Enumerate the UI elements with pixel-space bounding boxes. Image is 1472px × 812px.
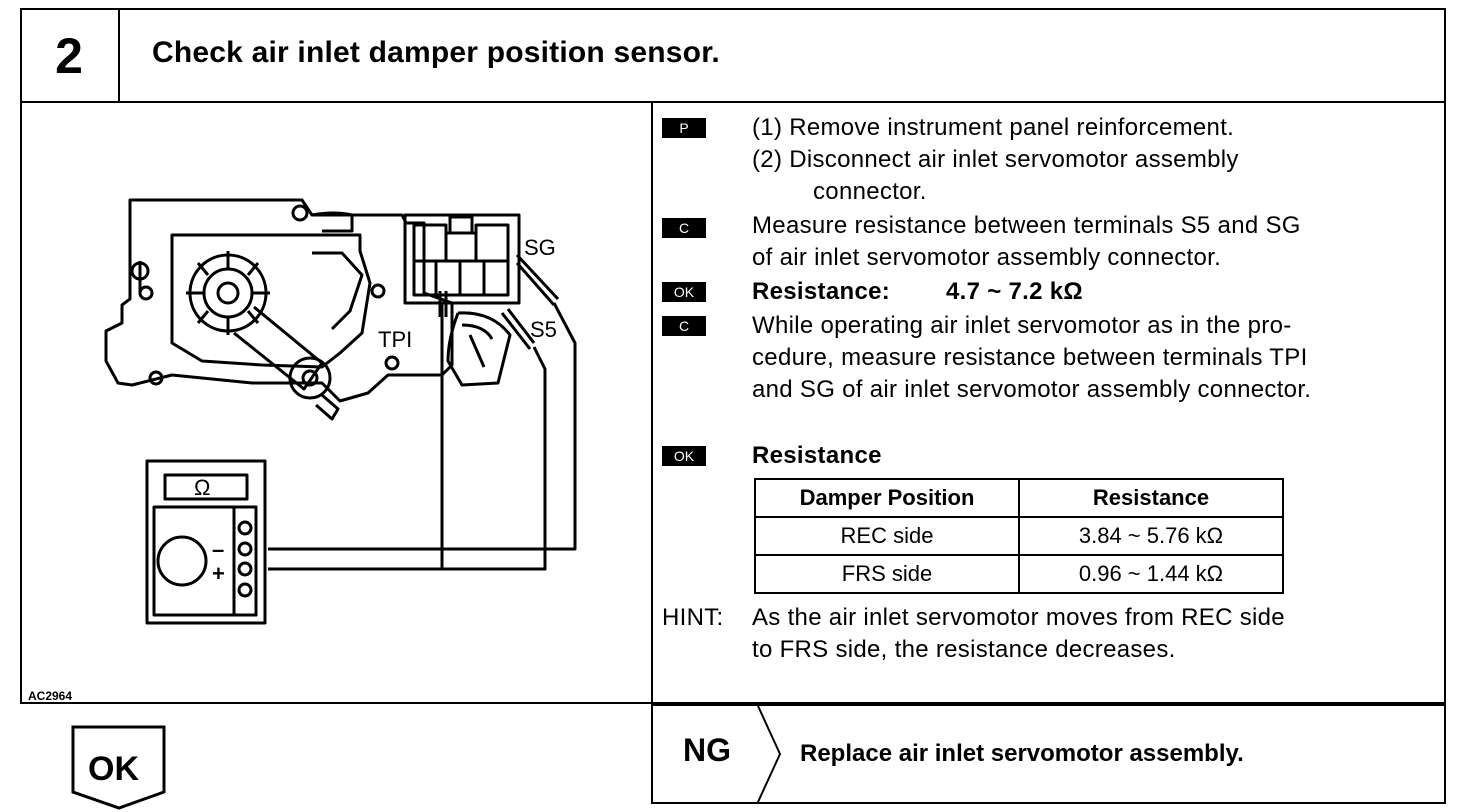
measure-1-text: Measure resistance between terminals S5 …	[752, 212, 1301, 239]
ng-branch-label: NG	[683, 732, 731, 768]
measure-2-text-cont: cedure, measure resistance between termi…	[752, 344, 1308, 371]
page-title: Check air inlet damper position sensor.	[152, 36, 720, 69]
measure-2-text-end: and SG of air inlet servomotor assembly …	[752, 376, 1312, 403]
table-cell: REC side	[754, 516, 1020, 556]
step-2-text: (2) Disconnect air inlet servomotor asse…	[752, 146, 1239, 173]
table-header-row: Damper Position Resistance	[754, 478, 1284, 518]
column-divider	[651, 101, 653, 804]
ng-action-text: Replace air inlet servomotor assembly.	[800, 740, 1244, 767]
step-1-text: (1) Remove instrument panel reinforcemen…	[752, 114, 1235, 141]
plus-wire	[268, 346, 547, 571]
resistance-table: Damper Position Resistance REC side 3.84…	[754, 478, 1284, 594]
ok-badge-2: OK	[662, 446, 706, 466]
hint-label: HINT:	[662, 604, 724, 631]
plus-label: +	[212, 561, 225, 586]
sg-probe	[515, 253, 560, 306]
procedure-frame	[20, 8, 1446, 704]
ohm-symbol: Ω	[194, 475, 210, 500]
ohmmeter	[145, 459, 267, 625]
tpi-label: TPI	[378, 327, 412, 352]
s5-label: S5	[530, 317, 557, 342]
measure-1-text-cont: of air inlet servomotor assembly connect…	[752, 244, 1222, 271]
figure-id: AC2964	[28, 689, 73, 703]
ok-arrow-icon	[71, 725, 166, 810]
resistance-1-label: Resistance:	[752, 278, 891, 305]
header-divider	[20, 101, 1446, 103]
step-number: 2	[55, 27, 83, 84]
sg-label: SG	[524, 235, 556, 260]
measure-2-text: While operating air inlet servomotor as …	[752, 312, 1292, 339]
minus-label: –	[212, 537, 224, 562]
table-row: REC side 3.84 ~ 5.76 kΩ	[754, 516, 1284, 556]
step-divider	[118, 8, 120, 103]
ok-branch-label: OK	[88, 750, 139, 788]
table-row: FRS side 0.96 ~ 1.44 kΩ	[754, 554, 1284, 594]
ng-branch-box	[651, 704, 1446, 804]
c-badge-2: C	[662, 316, 706, 336]
servomotor-wiring-diagram: SG S5 TPI Ω – +	[104, 198, 577, 625]
c-badge-1: C	[662, 218, 706, 238]
column-header: Resistance	[1018, 478, 1284, 518]
ok-badge-1: OK	[662, 282, 706, 302]
step-2-text-cont: connector.	[813, 178, 927, 205]
hint-text-cont: to FRS side, the resistance decreases.	[752, 636, 1176, 663]
hint-text: As the air inlet servomotor moves from R…	[752, 604, 1285, 631]
resistance-1-value: 4.7 ~ 7.2 kΩ	[946, 278, 1083, 305]
minus-wire	[268, 302, 577, 551]
ng-arrow-icon	[757, 706, 782, 802]
resistance-2-label: Resistance	[752, 442, 882, 469]
table-cell: 0.96 ~ 1.44 kΩ	[1018, 554, 1284, 594]
p-badge: P	[662, 118, 706, 138]
table-cell: FRS side	[754, 554, 1020, 594]
column-header: Damper Position	[754, 478, 1020, 518]
table-cell: 3.84 ~ 5.76 kΩ	[1018, 516, 1284, 556]
s5-probe	[500, 308, 536, 350]
